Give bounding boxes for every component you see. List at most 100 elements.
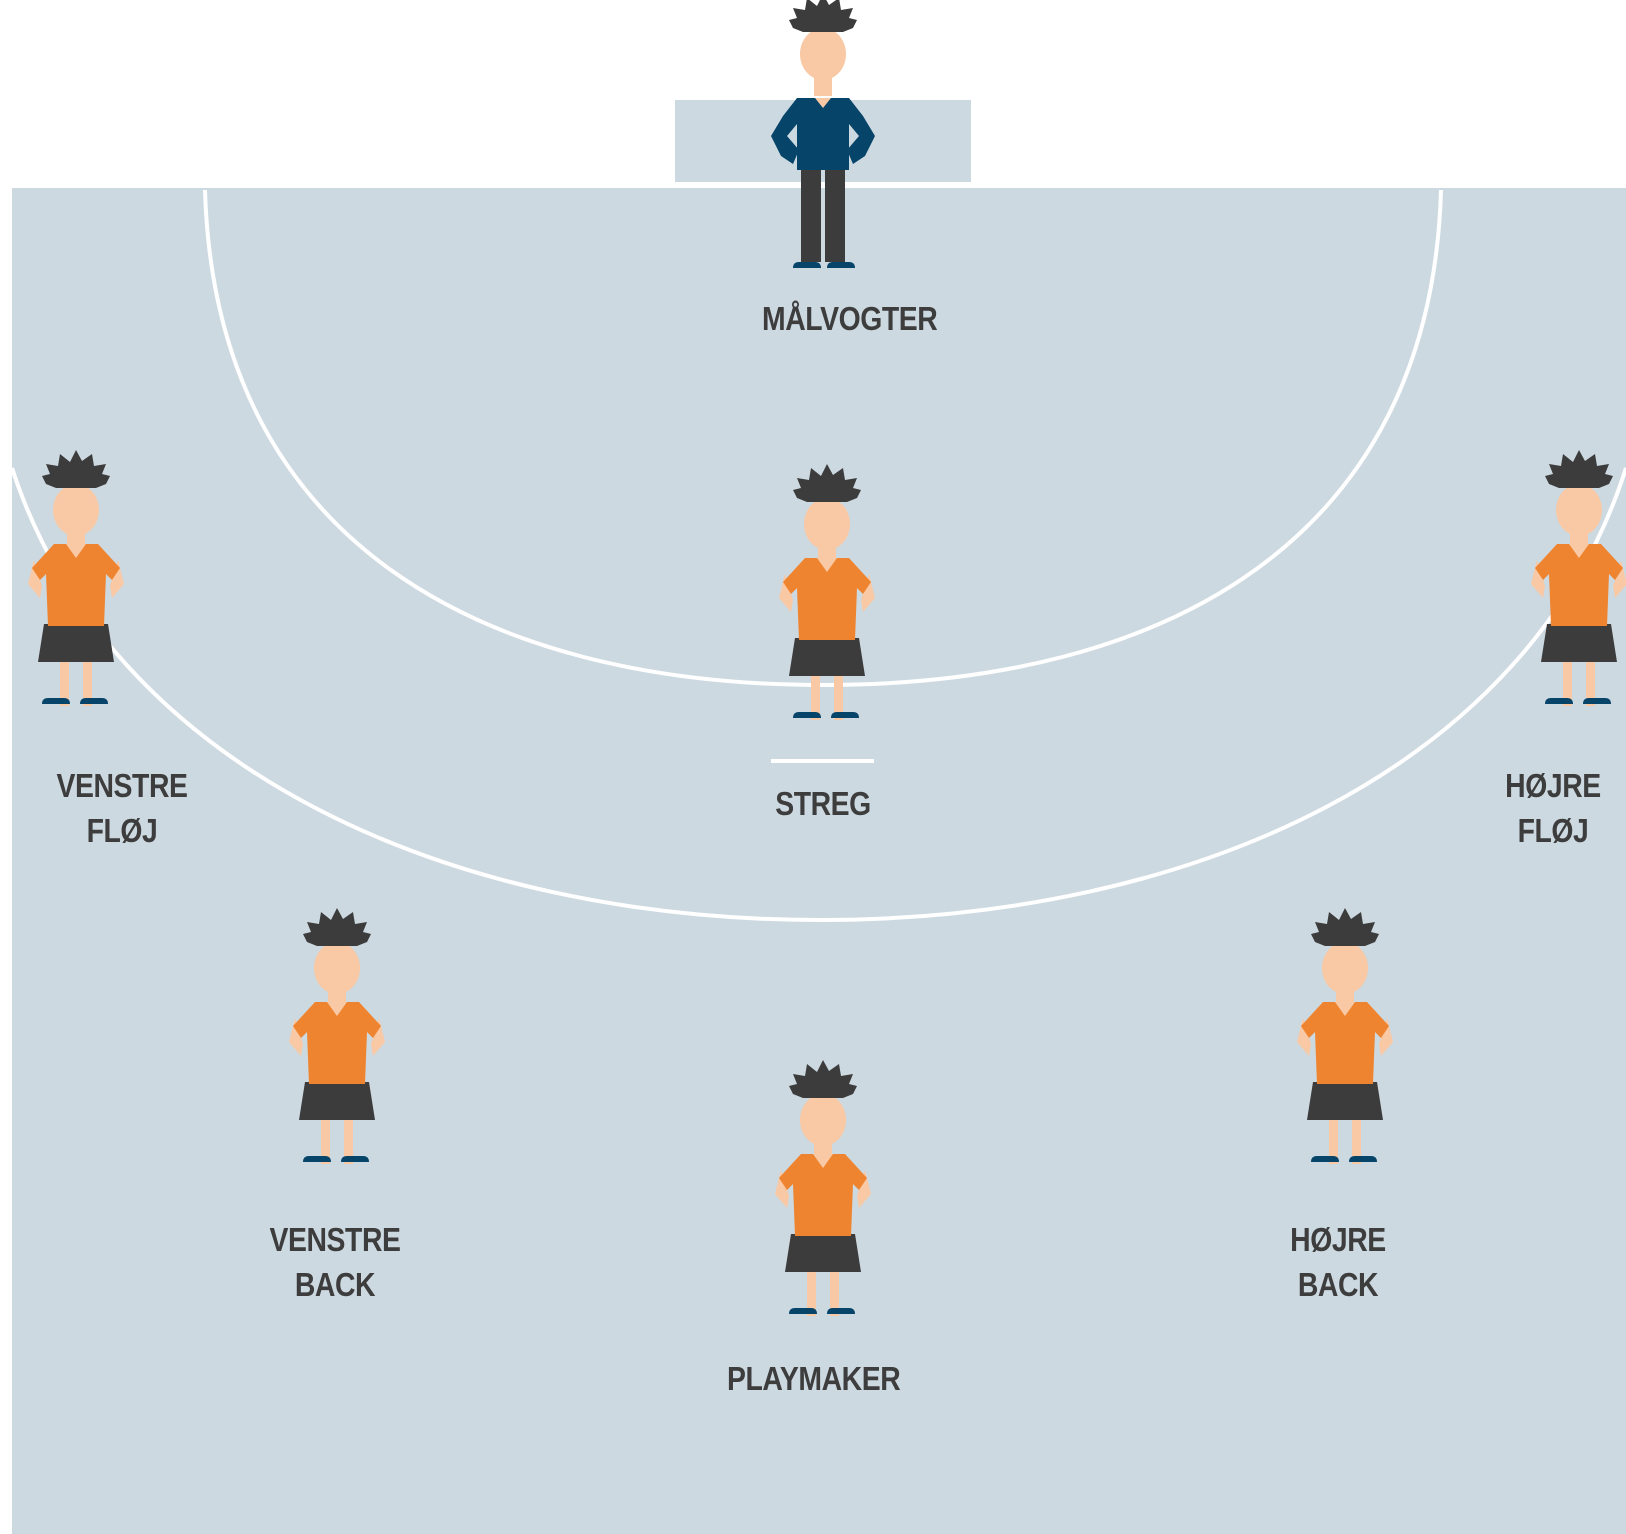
right-arm <box>1613 560 1626 598</box>
label-left-back: VENSTRE BACK <box>266 1217 404 1307</box>
players-layer <box>28 0 1626 1316</box>
label-goalkeeper-line-1: MÅLVOGTER <box>762 300 938 337</box>
jersey <box>293 1002 381 1084</box>
left-leg <box>321 1082 330 1164</box>
right-ankle <box>825 246 845 262</box>
hair-icon <box>42 450 110 488</box>
hair-icon <box>789 0 857 32</box>
shorts <box>299 1082 375 1120</box>
right-leg <box>83 624 92 706</box>
player-figure-right-wing <box>1531 450 1626 706</box>
head <box>1556 484 1602 536</box>
player-figure-left-back <box>289 908 385 1164</box>
right-arm <box>861 574 875 612</box>
collar <box>1569 544 1589 558</box>
label-left-back-line-1: VENSTRE <box>269 1221 401 1258</box>
player-figure-pivot <box>779 464 875 720</box>
left-leg <box>60 624 69 706</box>
left-shoe <box>303 1156 331 1162</box>
label-right-back: HØJRE BACK <box>1269 1217 1407 1307</box>
right-arm <box>110 560 124 598</box>
left-arm <box>775 1170 789 1208</box>
left-shoe <box>1311 1156 1339 1162</box>
label-goalkeeper: MÅLVOGTER <box>762 296 938 341</box>
left-arm <box>1531 560 1545 598</box>
label-right-wing: HØJRE FLØJ <box>1484 763 1622 853</box>
hair-icon <box>789 1060 857 1098</box>
right-shoe <box>827 262 855 268</box>
neck <box>1570 532 1588 546</box>
label-left-wing-line-1: VENSTRE <box>56 767 188 804</box>
hair-icon <box>303 908 371 946</box>
label-pivot-line-1: STREG <box>775 785 871 822</box>
left-leg <box>1329 1082 1338 1164</box>
left-shoe <box>789 1308 817 1314</box>
left-arm <box>28 560 42 598</box>
collar <box>817 558 837 572</box>
court-floor <box>12 188 1626 1534</box>
head <box>804 498 850 550</box>
jersey <box>32 544 120 626</box>
right-leg <box>1352 1082 1361 1164</box>
neck <box>67 532 85 546</box>
neck <box>814 1142 832 1156</box>
label-right-back-line-2: BACK <box>1297 1266 1379 1303</box>
label-playmaker-line-1: PLAYMAKER <box>727 1360 901 1397</box>
label-playmaker: PLAYMAKER <box>727 1356 901 1401</box>
left-shoe <box>793 712 821 718</box>
label-pivot: STREG <box>754 781 892 826</box>
shorts <box>38 624 114 662</box>
left-shoe <box>1545 698 1573 704</box>
neck <box>1336 990 1354 1004</box>
left-shoe <box>793 262 821 268</box>
label-right-wing-line-2: FLØJ <box>1517 812 1589 849</box>
right-shoe <box>831 712 859 718</box>
shorts <box>789 638 865 676</box>
collar <box>327 1002 347 1016</box>
hair-icon <box>1545 450 1613 488</box>
head <box>800 1094 846 1146</box>
neck <box>818 546 836 560</box>
hair-icon <box>793 464 861 502</box>
player-figure-left-wing <box>28 450 124 706</box>
player-figure-playmaker <box>775 1060 871 1316</box>
head <box>800 28 846 80</box>
label-left-wing-line-2: FLØJ <box>86 812 158 849</box>
left-arm <box>289 1018 303 1056</box>
right-trouser-leg <box>825 158 845 252</box>
jersey <box>1301 1002 1389 1084</box>
right-arm <box>857 1170 871 1208</box>
goalkeeper-shirt <box>771 98 875 170</box>
right-shoe <box>827 1308 855 1314</box>
collar <box>66 544 86 558</box>
left-arm <box>779 574 793 612</box>
neck <box>328 990 346 1004</box>
collar <box>813 1154 833 1168</box>
collar <box>815 98 831 108</box>
label-left-wing: VENSTRE FLØJ <box>53 763 191 853</box>
right-leg <box>830 1234 839 1316</box>
left-arm <box>1297 1018 1311 1056</box>
shorts <box>1541 624 1617 662</box>
left-leg <box>1563 624 1572 706</box>
jersey <box>1535 544 1623 626</box>
left-ankle <box>801 246 821 262</box>
right-leg <box>1586 624 1595 706</box>
left-shoe <box>42 698 70 704</box>
neck <box>814 76 832 96</box>
right-arm <box>371 1018 385 1056</box>
right-shoe <box>1583 698 1611 704</box>
label-right-wing-line-1: HØJRE <box>1505 767 1601 804</box>
right-leg <box>344 1082 353 1164</box>
label-left-back-line-2: BACK <box>294 1266 376 1303</box>
jersey <box>783 558 871 640</box>
right-shoe <box>1349 1156 1377 1162</box>
label-right-back-line-1: HØJRE <box>1290 1221 1386 1258</box>
head <box>314 942 360 994</box>
jersey <box>779 1154 867 1236</box>
head <box>53 484 99 536</box>
collar <box>1335 1002 1355 1016</box>
shorts <box>785 1234 861 1272</box>
